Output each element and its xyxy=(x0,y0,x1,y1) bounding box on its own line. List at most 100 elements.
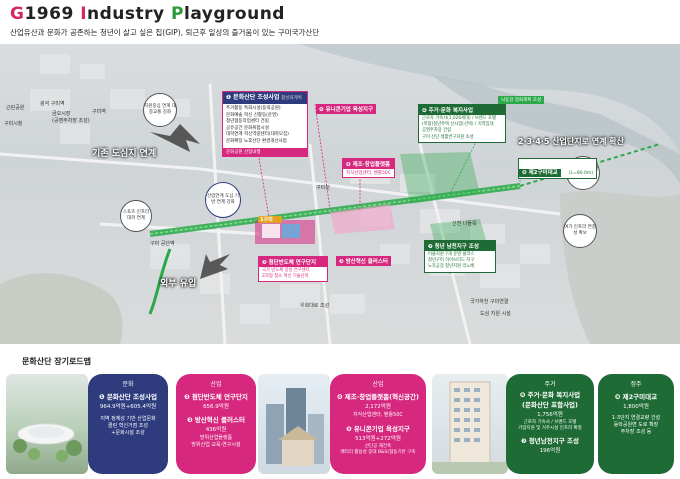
card-item-amount: 2,172억원 xyxy=(365,404,391,410)
callout-bridge-title: ❽ 제2구미대교 xyxy=(519,169,561,177)
label-existing-city: 기존 도심지 연계 xyxy=(92,149,157,159)
card-item-name: ❷ 첨단반도체 연구단지 xyxy=(184,393,248,401)
card-item-amount: 1,800억원 xyxy=(623,404,649,410)
housing-item: 구미 산단 생활연구지원 조성 xyxy=(422,134,474,140)
title-part-2: ndustry xyxy=(87,4,172,24)
culture-item: 주거활동 특화시설(동락공원) xyxy=(226,106,281,112)
roadmap-card-settlement: 정주 ❽ 제2구미대교 1,800억원 1-3단지 연결교량 건설 동락공원변 … xyxy=(598,374,674,474)
card-item-desc: 지식산업센터, 벤틀50C xyxy=(353,412,403,418)
callout-manufacturing-sub: 지식산업센터, 벤틀50C xyxy=(346,171,391,176)
card-item-desc: 산단공 재건축 배터리 활용성 증대 B&S(협동기반 구축 xyxy=(340,443,416,455)
card-item-name: ❶ 문화산단 조성사업 xyxy=(99,393,157,401)
roadmap-card-culture: 문화 ❶ 문화산단 조성사업 964.9억원+605.4억원 지역 정체성 기반… xyxy=(88,374,168,474)
label-gumi-link: 구미 공단역 xyxy=(150,241,175,247)
label-influx: 외부 유입 xyxy=(160,279,197,289)
label-gumi-station-2: 구미역 xyxy=(92,109,106,115)
photo-culture-park xyxy=(6,374,88,474)
southern-item: 노후공장 청년지원 리노베 xyxy=(428,264,475,270)
callout-lab: ❷ 첨단반도체 연구단지 국가 반도체 양성 연구센터 Z자형 청소 혁신 기술… xyxy=(258,256,328,283)
callout-unicorn: ❺ 유니콘기업 육성지구 xyxy=(316,104,377,114)
card-item-name: ❼ 청년남천지구 조성 xyxy=(521,437,579,446)
title-part-3: layground xyxy=(184,4,285,24)
label-city-hall: 구미시청 xyxy=(4,121,23,127)
site-map: 광석 구미역 금오시장 (공영주차장 조성) 근린공원 구미시청 구미역 기존 … xyxy=(0,44,680,344)
label-parking: (공영주차장 조성) xyxy=(52,118,90,124)
badge-1gumi: 1구미 xyxy=(260,217,273,223)
label-bridge-line: 신천 나들목 xyxy=(452,221,477,227)
card-item-name: ❻ 주거·문화 복지사업 (문화산단 포함사업) xyxy=(519,391,581,409)
southern-item: 어울지원 7개 운영 클러스 xyxy=(428,252,475,257)
roadmap-title: 문화산단 장기로드맵 xyxy=(22,357,92,366)
card-item-amount: 436억원 xyxy=(205,427,227,433)
label-support: 도심 지원 시설 xyxy=(480,311,511,317)
card-item-amount: 656.9억원 xyxy=(203,404,229,410)
callout-manufacturing: ❹ 제조·창업플랫폼 지식산업센터, 벤틀50C xyxy=(342,158,395,178)
label-link-expand: 2·3·4·5 산업단지로 연계 확산 xyxy=(518,137,624,146)
title-letter-i: I xyxy=(80,4,88,24)
card-category: 산업 xyxy=(372,381,384,388)
culture-item: 문화확장 노후산단 환경개선사업 xyxy=(226,139,287,144)
page-title: G1969 Industry Playground xyxy=(10,4,285,24)
housing-item: 근로자 기숙사(1,026세대) / 브랜드 호텔 xyxy=(422,116,496,121)
label-park: 근린공원 xyxy=(6,105,25,111)
callout-river-plan: 낙동강 정화계획 조성 xyxy=(498,96,545,104)
roadmap-card-industry-1: 산업 ❷ 첨단반도체 연구단지 656.9억원 ❸ 방산혁신 클러스터 436억… xyxy=(176,374,256,474)
callout-southern: ❼ 청년 남천지구 조성 어울지원 7개 운영 클러스 청년구미 하이브리드 지… xyxy=(424,240,496,273)
title-letter-p: P xyxy=(171,4,185,24)
circle-transit: 지원중심 연계 대중교통 강화 xyxy=(143,93,177,127)
culture-item: 공유공간 문화복합시설 xyxy=(226,125,269,131)
roadmap-card-industry-2: 산업 ❹ 제조·창업플랫폼(혁신공간) 2,172억원 지식산업센터, 벤틀50… xyxy=(330,374,426,474)
card-item-desc: 1-3단지 연결교량 건설 동락공원변 도로 확장 주차장 조성 등 xyxy=(611,415,661,435)
card-item-amount: 513억원+272억원 xyxy=(355,435,401,442)
culture-item: 대학연계 혁신역량센터(대학모집) xyxy=(226,132,289,138)
culture-foot: 문화공원 산업내행 xyxy=(223,147,307,156)
card-category: 문화 xyxy=(122,381,134,388)
callout-manufacturing-title: ❹ 제조·창업플랫폼 xyxy=(343,159,394,169)
card-category: 산업 xyxy=(210,381,222,388)
callout-culture: ❶ 문화산단 조성사업 활성화계획 주거활동 특화시설(동락공원) 문화예술 혁… xyxy=(222,91,308,157)
title-letter-g: G xyxy=(10,4,25,24)
callout-culture-title: ❶ 문화산단 조성사업 xyxy=(226,94,280,101)
card-item-name: ❹ 제조·창업플랫폼(혁신공간) xyxy=(337,393,419,401)
southern-item: 청년구미 하이브리드 지구 xyxy=(428,258,475,264)
header: G1969 Industry Playground 산업유산과 문화가 공존하는… xyxy=(0,0,680,44)
card-category: 정주 xyxy=(630,381,642,388)
housing-item: (복합)청년주택 신사업(선택) / 지역임대 xyxy=(422,122,494,128)
card-item-desc: 지역 정체성 기반 산업문화 클린 혁신거점 조성 +문화시설 조성 xyxy=(100,416,156,436)
card-item-name: ❽ 제2구미대교 xyxy=(614,393,658,401)
lab-item: 국가 반도체 양성 연구센터 xyxy=(262,268,310,273)
circle-city-link: 산업연계 도심 기반 연계 강화 xyxy=(205,182,241,218)
card-item-amount: 964.9억원+605.4억원 xyxy=(99,404,157,410)
photo-buildings xyxy=(258,374,330,474)
roadmap-card-housing: 주거 ❻ 주거·문화 복지사업 (문화산단 포함사업) 1,756억원 근로자 … xyxy=(506,374,594,474)
label-gumi-station: 광석 구미역 xyxy=(40,101,65,107)
card-category: 주거 xyxy=(544,381,556,388)
label-bypass: 우회대로 조성 xyxy=(300,303,330,309)
culture-item: 문화예술 혁신 신활동(운영) xyxy=(226,112,278,118)
callout-culture-tag: 활성화계획 xyxy=(281,96,302,101)
circle-sports: 스포츠 인프라 대학 연계 xyxy=(120,200,152,232)
culture-item: 청년협동작업센터 건립 xyxy=(226,119,269,125)
circle-leisure: 여가 인프라 연결성 확보 xyxy=(563,214,597,248)
callout-cluster: ❸ 방산혁신 클러스터 xyxy=(336,256,391,266)
label-stream: 구미천 xyxy=(316,185,330,191)
card-item-desc: 방위산업플랫폼 방위산업 교육·연구시설 xyxy=(191,435,241,448)
card-item-name: ❺ 유니콘기업 육성지구 xyxy=(346,424,410,433)
card-item-name: ❸ 방산혁신 클러스터 xyxy=(187,416,245,424)
callout-housing-title: ❻ 주거·문화 복지사업 xyxy=(419,105,505,115)
card-item-amount: 196억원 xyxy=(539,448,561,455)
callout-lab-title: ❷ 첨단반도체 연구단지 xyxy=(259,257,327,267)
callout-housing: ❻ 주거·문화 복지사업 근로자 기숙사(1,026세대) / 브랜드 호텔 (… xyxy=(418,104,506,143)
card-item-amount: 1,756억원 xyxy=(537,412,563,418)
page-subtitle: 산업유산과 문화가 공존하는 청년이 살고 싶은 집(GIP), 퇴근후 일상의… xyxy=(10,28,320,37)
callout-bridge: ❽ 제2구미대교 (L=80.0m) xyxy=(518,158,597,179)
photo-housing-tower xyxy=(432,374,508,474)
lab-item: Z자형 청소 혁신 기술산학 xyxy=(262,274,309,280)
title-part-1: 1969 xyxy=(24,4,81,24)
housing-item: 공영주차장 건립 xyxy=(422,128,452,134)
card-item-desc: 근로자 기숙사 / 브랜드 호텔 기업지원 및 거주시설 인프라 확충 xyxy=(518,420,582,432)
callout-bridge-sub: (L=80.0m) xyxy=(568,171,593,176)
label-river-link: 국가하천 구미연결 xyxy=(470,299,509,305)
map-background xyxy=(0,44,680,344)
callout-southern-title: ❼ 청년 남천지구 조성 xyxy=(425,241,495,251)
